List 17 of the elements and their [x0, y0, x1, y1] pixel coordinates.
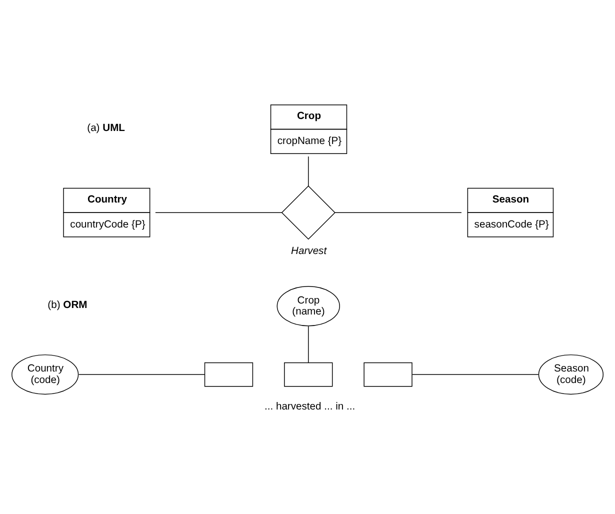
- node-ellipse: Country (code): [12, 354, 79, 395]
- connector: [412, 374, 539, 375]
- node-ellipse: Season (code): [538, 354, 604, 395]
- node-label: ... harvested ... in ...: [264, 401, 356, 412]
- node-box: [204, 362, 254, 387]
- label: (a) UML: [87, 123, 125, 134]
- node-label: Harvest: [291, 246, 327, 258]
- connector: [334, 212, 462, 213]
- label: (b) ORM: [48, 300, 88, 312]
- node-box: [364, 362, 412, 387]
- connector: [308, 326, 309, 363]
- connector: [155, 212, 282, 213]
- node-ellipse: Crop (name): [276, 286, 340, 326]
- node-diamond: [281, 186, 336, 240]
- node-box: [284, 362, 333, 387]
- connector: [308, 156, 309, 186]
- connector: [78, 374, 206, 375]
